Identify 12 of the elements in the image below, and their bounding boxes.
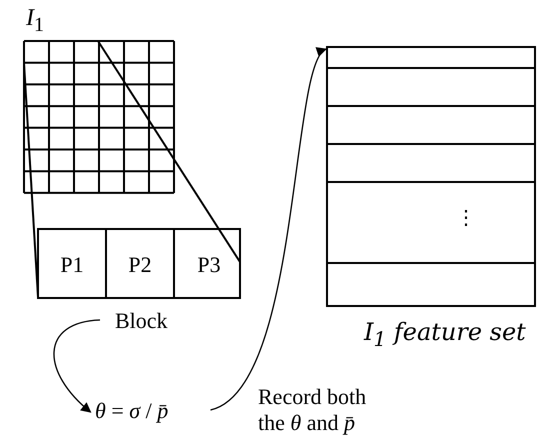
feature-set-title: I$_{1}$ feature set [364,320,526,349]
grid-title: I$_{1}$ [26,6,44,35]
curved-arrow [53,319,100,413]
zoom-line [97,40,241,263]
curved-arrow [210,48,327,411]
block-label: Block [115,310,168,332]
part-cell: P3 [175,230,243,299]
ratio-formula: θ = σ / p̄ [95,400,168,422]
part-cell: P2 [107,230,175,299]
vertical-ellipsis: ⋮ [456,208,476,228]
part-cell: P1 [39,230,107,299]
note-text: Record both the θ and p̄ [258,384,368,436]
